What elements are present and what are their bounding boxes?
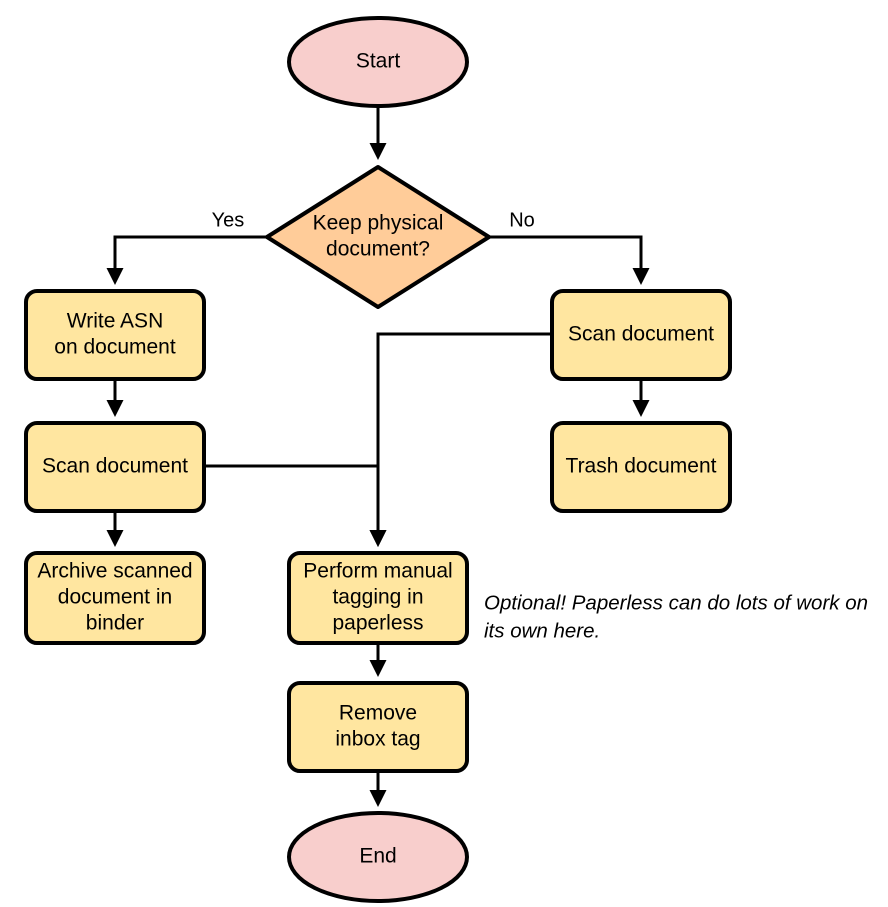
node-label-write-asn-on-document: Write ASN	[67, 310, 163, 333]
node-remove-inbox-tag[interactable]: Remove inbox tag	[287, 681, 469, 773]
node-label-scan-document-right: Scan document	[568, 323, 714, 346]
edge-decision-no	[489, 235, 650, 285]
node-label-perform-manual-tagging-in-paperless: Perform manual	[303, 560, 452, 583]
shape-rounded-rect	[287, 681, 469, 773]
node-label-scan-document-left: Scan document	[42, 455, 188, 478]
node-label-keep-physical-document: document?	[326, 238, 430, 261]
edge-scan-right-to-tagging	[369, 332, 552, 547]
shape-rounded-rect	[24, 421, 206, 513]
node-label-keep-physical-document: Keep physical	[313, 212, 444, 235]
edge-decision-yes	[106, 235, 267, 285]
shape-rounded-rect	[24, 551, 206, 645]
shape-rounded-rect	[24, 289, 206, 381]
node-label-trash-document: Trash document	[566, 455, 717, 478]
node-keep-physical-document[interactable]: Keep physical document?	[265, 165, 491, 309]
node-perform-manual-tagging-in-paperless[interactable]: Perform manual tagging in paperless	[287, 551, 469, 645]
edge-label-decision-no: No	[509, 209, 535, 231]
edge-remove-inbox-tag-to-end	[369, 771, 387, 807]
edge-scan-right-to-trash	[632, 379, 650, 417]
node-label-write-asn-on-document: on document	[54, 336, 176, 359]
annotations-layer: Optional! Paperless can do lots of work …	[484, 591, 868, 642]
edges-layer	[106, 106, 650, 807]
node-label-start: Start	[356, 50, 401, 73]
node-start[interactable]: Start	[287, 16, 469, 108]
annotation-optional-note: Optional! Paperless can do lots of work …	[484, 591, 868, 642]
edge-start-to-decision	[369, 106, 387, 160]
edge-write-asn-to-scan-left	[106, 379, 124, 417]
node-end[interactable]: End	[287, 811, 469, 903]
edge-scan-left-to-tagging	[204, 464, 387, 547]
shape-rounded-rect	[550, 289, 732, 381]
shape-diamond	[265, 165, 491, 309]
shape-ellipse	[287, 811, 469, 903]
node-scan-document-right[interactable]: Scan document	[550, 289, 732, 381]
node-label-archive-scanned-document-in-binder: document in	[58, 586, 172, 609]
node-label-archive-scanned-document-in-binder: Archive scanned	[37, 560, 192, 583]
node-trash-document[interactable]: Trash document	[550, 421, 732, 513]
node-archive-scanned-document-in-binder[interactable]: Archive scanned document in binder	[24, 551, 206, 645]
node-label-perform-manual-tagging-in-paperless: paperless	[332, 612, 423, 635]
node-label-remove-inbox-tag: Remove	[339, 702, 417, 725]
node-label-end: End	[359, 845, 396, 868]
edge-labels-layer: Yes No	[212, 209, 535, 231]
node-label-perform-manual-tagging-in-paperless: tagging in	[332, 586, 423, 609]
node-label-archive-scanned-document-in-binder: binder	[86, 612, 144, 635]
node-label-remove-inbox-tag: inbox tag	[335, 728, 420, 751]
shape-rounded-rect	[550, 421, 732, 513]
shape-ellipse	[287, 16, 469, 108]
edge-label-decision-yes: Yes	[212, 209, 245, 231]
edge-scan-left-to-archive	[106, 511, 124, 547]
node-scan-document-left[interactable]: Scan document	[24, 421, 206, 513]
shape-rounded-rect	[287, 551, 469, 645]
annotation-line: Optional! Paperless can do lots of work …	[484, 591, 868, 614]
edge-tagging-to-remove-inbox-tag	[369, 643, 387, 677]
node-write-asn-on-document[interactable]: Write ASN on document	[24, 289, 206, 381]
annotation-line: its own here.	[484, 619, 600, 642]
